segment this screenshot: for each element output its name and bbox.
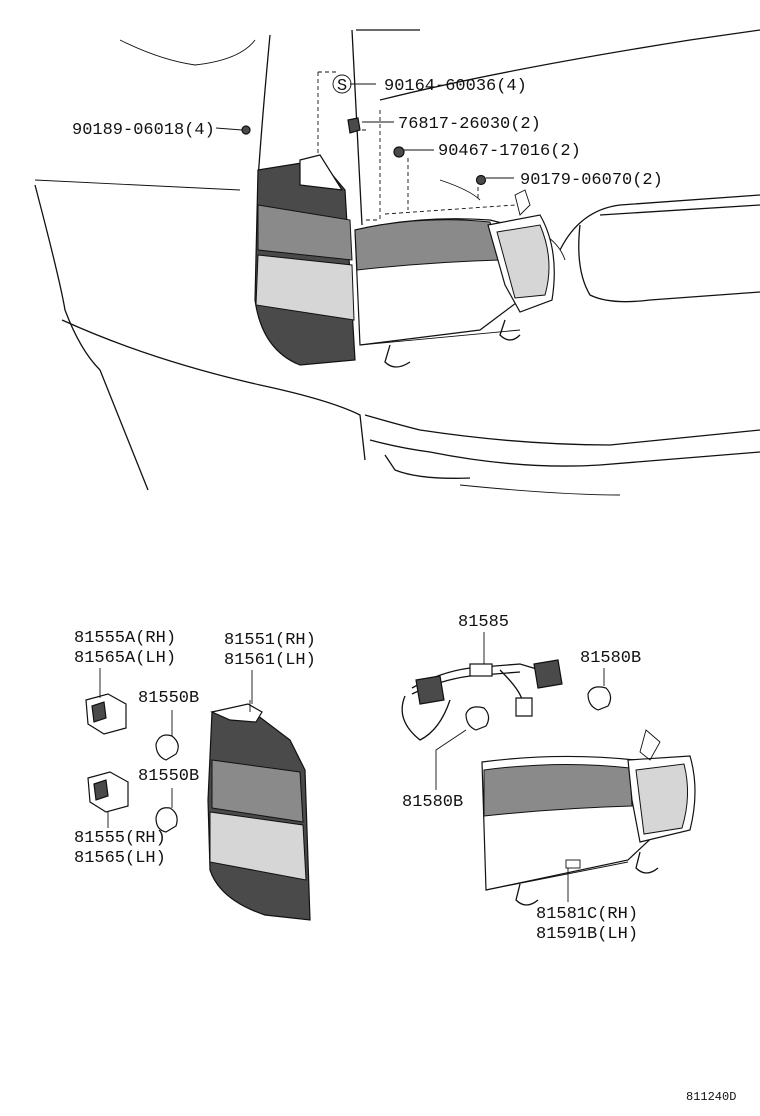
part-label-81555-rh: 81555(RH) — [74, 829, 166, 848]
part-label-81550B-upper: 81550B — [138, 689, 199, 708]
wire-harness — [401, 659, 563, 741]
part-label-81550B-lower: 81550B — [138, 767, 199, 786]
part-label-81591B-lh: 81591B(LH) — [536, 925, 638, 944]
nut-icon — [393, 146, 405, 158]
screw-icon — [241, 125, 251, 135]
s-mark-label: S — [337, 77, 347, 96]
socket-upper — [85, 690, 127, 735]
tail-lamp-installed — [254, 154, 356, 366]
connector-icon — [469, 663, 493, 677]
part-label-81555A-rh: 81555A(RH) — [74, 629, 176, 648]
clip-icon — [347, 117, 361, 134]
part-label-81561-lh: 81561(LH) — [224, 651, 316, 670]
diagram-code: 811240D — [686, 1090, 736, 1104]
part-label-90189-06018: 90189-06018(4) — [72, 121, 215, 140]
part-label-81580B-upper: 81580B — [580, 649, 641, 668]
bulb-harness-left — [465, 706, 490, 731]
part-label-81585: 81585 — [458, 613, 509, 632]
vehicle-body-outline — [34, 29, 760, 496]
part-label-81565-lh: 81565(LH) — [74, 849, 166, 868]
fasteners: S — [241, 74, 487, 186]
bulb-upper — [155, 710, 179, 761]
part-label-90467-17016: 90467-17016(2) — [438, 142, 581, 161]
tail-lamp-exploded — [207, 700, 311, 921]
combination-lamp-exploded — [481, 729, 696, 906]
part-label-90179-06070: 90179-06070(2) — [520, 171, 663, 190]
part-label-76817-26030: 76817-26030(2) — [398, 115, 541, 134]
leader-solid-lines — [215, 83, 514, 179]
part-label-81551-rh: 81551(RH) — [224, 631, 316, 650]
part-label-81581C-rh: 81581C(RH) — [536, 905, 638, 924]
plug-icon — [515, 697, 533, 717]
bulb-harness-right — [587, 686, 612, 711]
part-label-81580B-lower: 81580B — [402, 793, 463, 812]
part-label-81565A-lh: 81565A(LH) — [74, 649, 176, 668]
combination-lamp-installed — [354, 189, 555, 368]
bulb-lower — [155, 788, 178, 833]
part-label-90164-60036: 90164-60036(4) — [384, 77, 527, 96]
bolt-icon — [475, 174, 487, 186]
socket-lower — [87, 771, 129, 813]
